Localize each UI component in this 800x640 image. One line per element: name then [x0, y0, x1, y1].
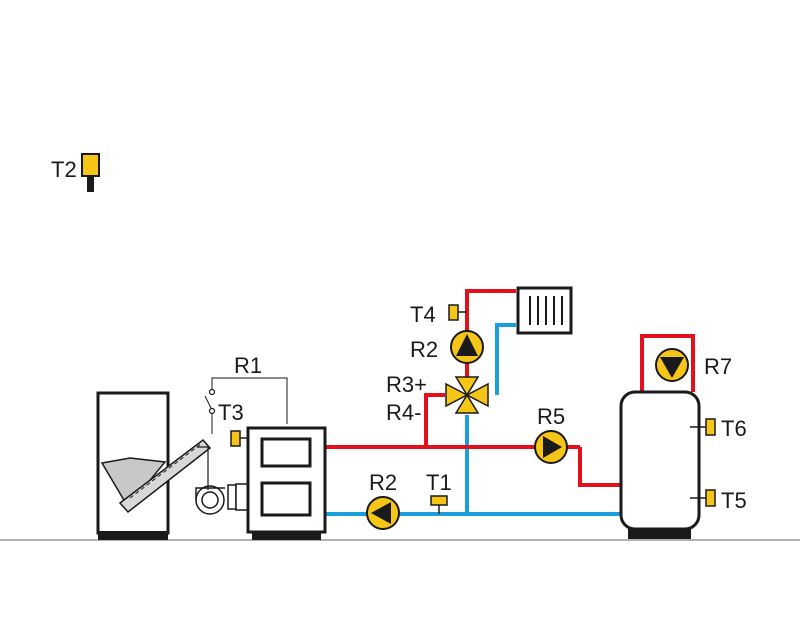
sensor-t6	[690, 418, 716, 436]
label-r7: R7	[704, 354, 732, 379]
storage-tank	[619, 390, 701, 539]
auger-conveyor	[118, 438, 212, 514]
label-r5: R5	[537, 404, 565, 429]
label-t6: T6	[721, 416, 747, 441]
label-r1: R1	[234, 353, 262, 378]
sensor-t3	[230, 430, 249, 447]
label-r4: R4-	[386, 400, 421, 425]
sensor-t5	[690, 489, 716, 507]
label-r2-top: R2	[410, 337, 438, 362]
pump-r2-top	[450, 330, 484, 364]
switch-contact-top	[208, 388, 216, 396]
boiler	[246, 426, 327, 540]
sensor-t4	[448, 304, 467, 321]
sensor-t2	[81, 153, 100, 192]
pump-r5	[534, 430, 568, 464]
label-t4: T4	[410, 302, 436, 327]
pump-r2-bottom	[366, 496, 400, 530]
label-t3: T3	[218, 400, 244, 425]
mixing-valve	[445, 376, 489, 414]
label-r3: R3+	[386, 372, 427, 397]
pump-r7	[655, 348, 689, 382]
pellet-silo	[96, 391, 170, 540]
label-r2-bottom: R2	[369, 470, 397, 495]
switch-contact-bottom	[208, 407, 216, 415]
label-t5: T5	[721, 488, 747, 513]
radiator	[516, 286, 573, 335]
label-t2: T2	[51, 157, 77, 182]
sensor-t1	[430, 495, 448, 514]
label-t1: T1	[426, 470, 452, 495]
